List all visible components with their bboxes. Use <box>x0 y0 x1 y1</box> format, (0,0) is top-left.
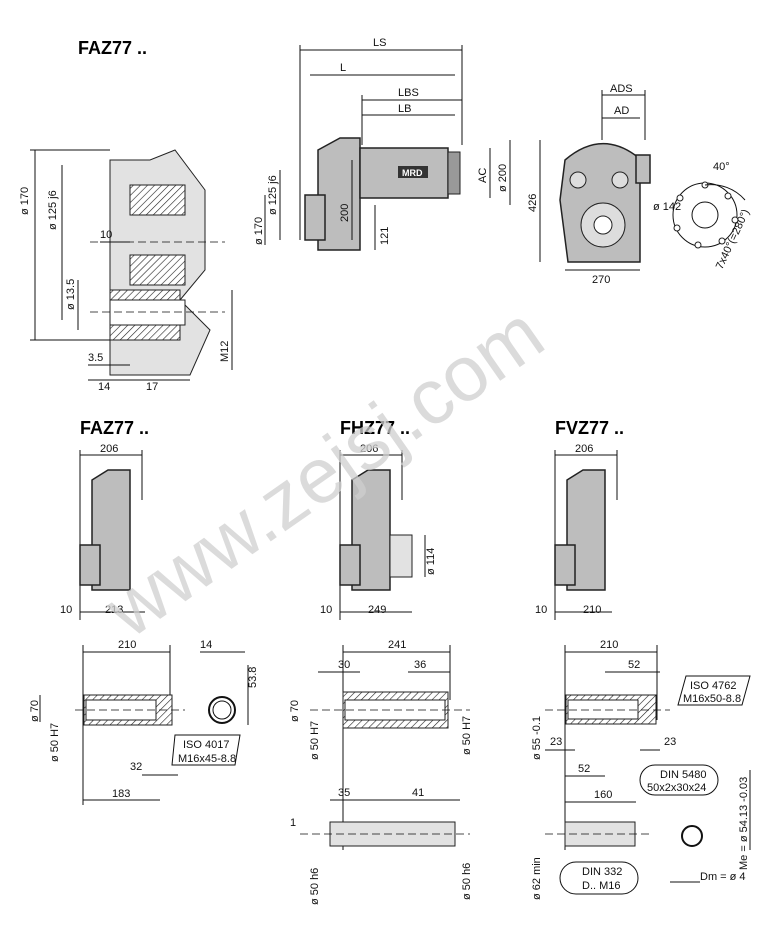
bolt-size: M16x45-8.8 <box>178 753 236 765</box>
output-flange <box>304 194 326 241</box>
dim-32: 32 <box>130 761 142 773</box>
dim-10: 10 <box>535 604 547 616</box>
dim-160: 160 <box>594 789 612 801</box>
dim-d50-h7-left: ø 50 H7 <box>309 721 321 760</box>
dim-249: 249 <box>368 604 386 616</box>
dim-d114: ø 114 <box>425 548 437 575</box>
dim-206: 206 <box>360 443 378 455</box>
dim-ads: ADS <box>610 83 633 95</box>
dim-d50-h7-right: ø 50 H7 <box>461 716 473 755</box>
fvz-view: FVZ77 .. 206 10 210 <box>535 418 624 620</box>
center-hole-size: D.. M16 <box>582 880 621 892</box>
dim-1: 1 <box>290 817 296 829</box>
terminal-box <box>635 154 651 184</box>
dim-10: 10 <box>320 604 332 616</box>
dim-53-8: 53.8 <box>247 667 259 688</box>
spline-size: 50x2x30x24 <box>647 782 706 794</box>
dim-ls: LS <box>373 37 386 49</box>
dim-d50-h6-right: ø 50 h6 <box>461 863 473 900</box>
spline-spec: DIN 5480 <box>660 769 706 781</box>
dim-52-bottom: 52 <box>578 763 590 775</box>
din5480-callout <box>639 764 719 796</box>
dim-3-5: 3.5 <box>88 352 103 364</box>
dim-23-left: 23 <box>550 736 562 748</box>
bearing-upper <box>129 184 186 216</box>
dim-200: 200 <box>339 204 351 222</box>
dim-23-right: 23 <box>664 736 676 748</box>
fhz-view: FHZ77 .. 206 ø 114 10 249 <box>320 418 437 620</box>
bolt <box>109 299 186 326</box>
bearing-lower <box>129 254 186 286</box>
dim-d200: ø 200 <box>497 164 509 192</box>
dim-14: 14 <box>200 639 212 651</box>
dim-l: L <box>340 62 346 74</box>
dim-d55: ø 55 -0.1 <box>531 716 543 760</box>
dim-213: 213 <box>105 604 123 616</box>
dim-10: 10 <box>60 604 72 616</box>
dim-206: 206 <box>575 443 593 455</box>
faz-section-view: FAZ77 .. ø 170 ø 125 j6 10 ø 13.5 3.5 14… <box>19 38 233 393</box>
dim-lb: LB <box>398 103 411 115</box>
faz-shaft-detail: 210 ø 70 ø 50 H7 ISO 4017 M16x45-8.8 32 … <box>29 639 259 805</box>
dim-121: 121 <box>379 227 391 245</box>
dim-35: 35 <box>338 787 350 799</box>
spline-end-view <box>681 825 703 847</box>
view-title: FAZ77 .. <box>78 38 147 58</box>
bolt-spec: ISO 4017 <box>183 739 229 751</box>
bolt-spec: ISO 4762 <box>690 680 736 692</box>
dim-d70: ø 70 <box>29 700 41 722</box>
dim-m12: M12 <box>219 341 231 362</box>
dim-d170: ø 170 <box>253 217 265 245</box>
bolt-callout <box>677 675 751 706</box>
motor-nameplate <box>398 166 428 178</box>
front-view: ADS AD 426 270 40° ø 142 7x40°(=280°) <box>527 83 752 286</box>
dim-17: 17 <box>146 381 158 393</box>
motor-brand: MRD <box>402 168 423 178</box>
dim-14: 14 <box>98 381 110 393</box>
motor-fan-cover <box>447 151 461 195</box>
fhz-shaft-detail: 241 30 36 ø 70 ø 50 H7 ø 50 H7 35 41 1 ø… <box>289 639 473 905</box>
faz-view: FAZ77 .. 206 10 213 <box>60 418 149 620</box>
center-hole-spec: DIN 332 <box>582 866 622 878</box>
dim-d70: ø 70 <box>289 700 301 722</box>
dim-d125: ø 125 j6 <box>47 190 59 230</box>
bolt-size: M16x50-8.8 <box>683 693 741 705</box>
dim-426: 426 <box>527 194 539 212</box>
dim-dm: Dm = ø 4 <box>700 871 746 883</box>
dim-ac: AC <box>477 168 489 183</box>
side-view-motor: LS L LBS LB MRD ø 125 j6 ø 170 200 121 A… <box>253 37 511 251</box>
dim-41: 41 <box>412 787 424 799</box>
dim-270: 270 <box>592 274 610 286</box>
dim-ad: AD <box>614 105 629 117</box>
dim-me: Me = ø 54.13 -0.03 <box>738 777 750 870</box>
dim-40-deg: 40° <box>713 161 730 173</box>
dim-210: 210 <box>600 639 618 651</box>
view-title: FAZ77 .. <box>80 418 149 438</box>
dim-210: 210 <box>583 604 601 616</box>
shaft-end-view <box>208 696 236 724</box>
dim-d142: ø 142 <box>653 201 681 213</box>
dim-52-top: 52 <box>628 659 640 671</box>
view-title: FHZ77 .. <box>340 418 410 438</box>
din332-callout <box>559 861 639 895</box>
dim-d50-h6-left: ø 50 h6 <box>309 868 321 905</box>
dim-36: 36 <box>414 659 426 671</box>
fvz-shaft-detail: 210 52 ISO 4762 M16x50-8.8 ø 55 -0.1 23 … <box>531 639 751 900</box>
dim-241: 241 <box>388 639 406 651</box>
dim-d62-min: ø 62 min <box>531 857 543 900</box>
view-title: FVZ77 .. <box>555 418 624 438</box>
dim-210: 210 <box>118 639 136 651</box>
dim-206: 206 <box>100 443 118 455</box>
dim-10: 10 <box>100 229 112 241</box>
dim-lbs: LBS <box>398 87 419 99</box>
dim-30: 30 <box>338 659 350 671</box>
dim-d50-h7: ø 50 H7 <box>49 723 61 762</box>
dim-d125: ø 125 j6 <box>267 175 279 215</box>
bolt-callout <box>171 734 241 766</box>
dim-d13-5: ø 13.5 <box>65 279 77 310</box>
dim-d170: ø 170 <box>19 187 31 215</box>
dim-183: 183 <box>112 788 130 800</box>
